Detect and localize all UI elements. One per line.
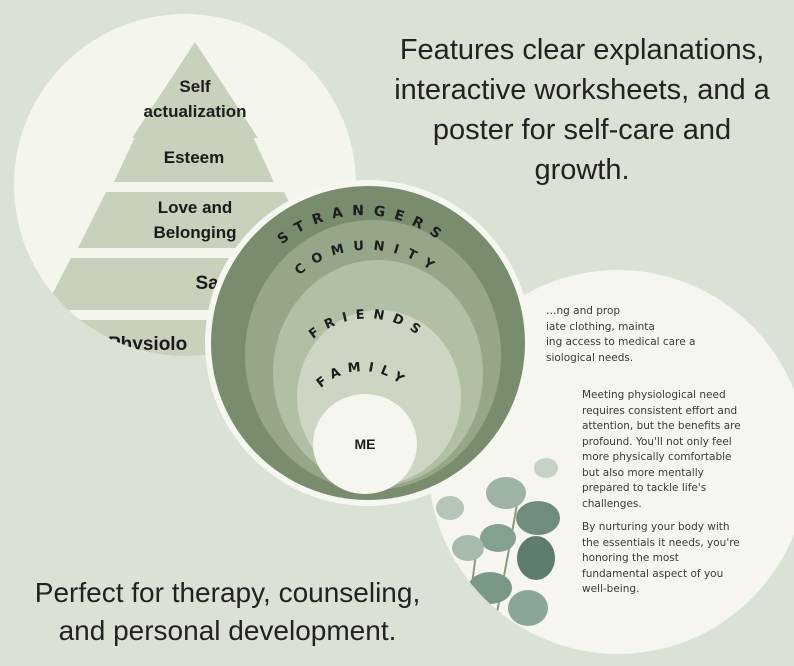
- footer-line: and personal development.: [58, 615, 397, 646]
- doc-line: siological needs.: [546, 351, 634, 364]
- doc-line: attention, but the benefits are: [582, 420, 741, 432]
- center-label-me: ME: [354, 436, 376, 452]
- doc-line: challenges.: [582, 497, 642, 510]
- pyramid-apex: [132, 42, 258, 138]
- onion-diagram: STRANGERS COMUNITY FRIENDS FAMILY ME: [205, 180, 531, 506]
- doc-line: more physically comfortable: [582, 451, 732, 463]
- doc-line: but also more mentally: [582, 466, 704, 479]
- headline-line: interactive worksheets, and a: [394, 74, 770, 106]
- tier-label: Self: [179, 77, 211, 96]
- headline-line: poster for self-care and: [432, 114, 732, 146]
- ring-label-family: FAMILY: [314, 360, 412, 392]
- document-paragraph: Meeting physiological need requires cons…: [582, 388, 750, 512]
- tier-self-actualization: Self actualization: [114, 74, 276, 124]
- doc-line: prepared to tackle life's: [582, 482, 707, 494]
- document-fragment: …ng and prop iate clothing, mainta ing a…: [546, 304, 706, 366]
- tier-label: Love and: [157, 198, 233, 217]
- doc-line: honoring the most: [582, 552, 679, 564]
- doc-line: the essentials it needs, you're: [582, 536, 740, 549]
- footer-tagline: Perfect for therapy, counseling, and per…: [0, 574, 455, 650]
- doc-line: iate clothing, mainta: [546, 320, 655, 333]
- tier-label: Physiolo: [108, 334, 188, 355]
- footer-line: Perfect for therapy, counseling,: [34, 577, 421, 608]
- tier-esteem: Esteem: [114, 134, 274, 182]
- doc-line: By nurturing your body with: [582, 521, 730, 533]
- doc-line: profound. You'll not only feel: [582, 435, 732, 448]
- tier-label: Esteem: [163, 148, 225, 167]
- eucalyptus-leaves: [436, 458, 560, 654]
- doc-line: ing access to medical care a: [546, 336, 696, 348]
- headline-line: growth.: [534, 154, 630, 186]
- ring-label-friends: FRIENDS: [306, 307, 429, 342]
- headline-line: Features clear explanations,: [399, 34, 765, 66]
- tier-label: actualization: [143, 102, 247, 121]
- tier-label: Belonging: [153, 223, 237, 242]
- doc-line: well-being.: [582, 583, 640, 595]
- doc-line: requires consistent effort and: [582, 404, 738, 417]
- doc-line: …ng and prop: [546, 305, 621, 317]
- headline: Features clear explanations, interactive…: [372, 30, 792, 190]
- ring-label-community: COMUNITY: [292, 238, 443, 278]
- document-paragraph: By nurturing your body with the essentia…: [582, 520, 750, 598]
- doc-line: Meeting physiological need: [582, 389, 726, 401]
- onion-labels: STRANGERS COMUNITY FRIENDS FAMILY: [275, 203, 443, 392]
- doc-line: fundamental aspect of you: [582, 567, 724, 580]
- ring-me: [313, 394, 417, 494]
